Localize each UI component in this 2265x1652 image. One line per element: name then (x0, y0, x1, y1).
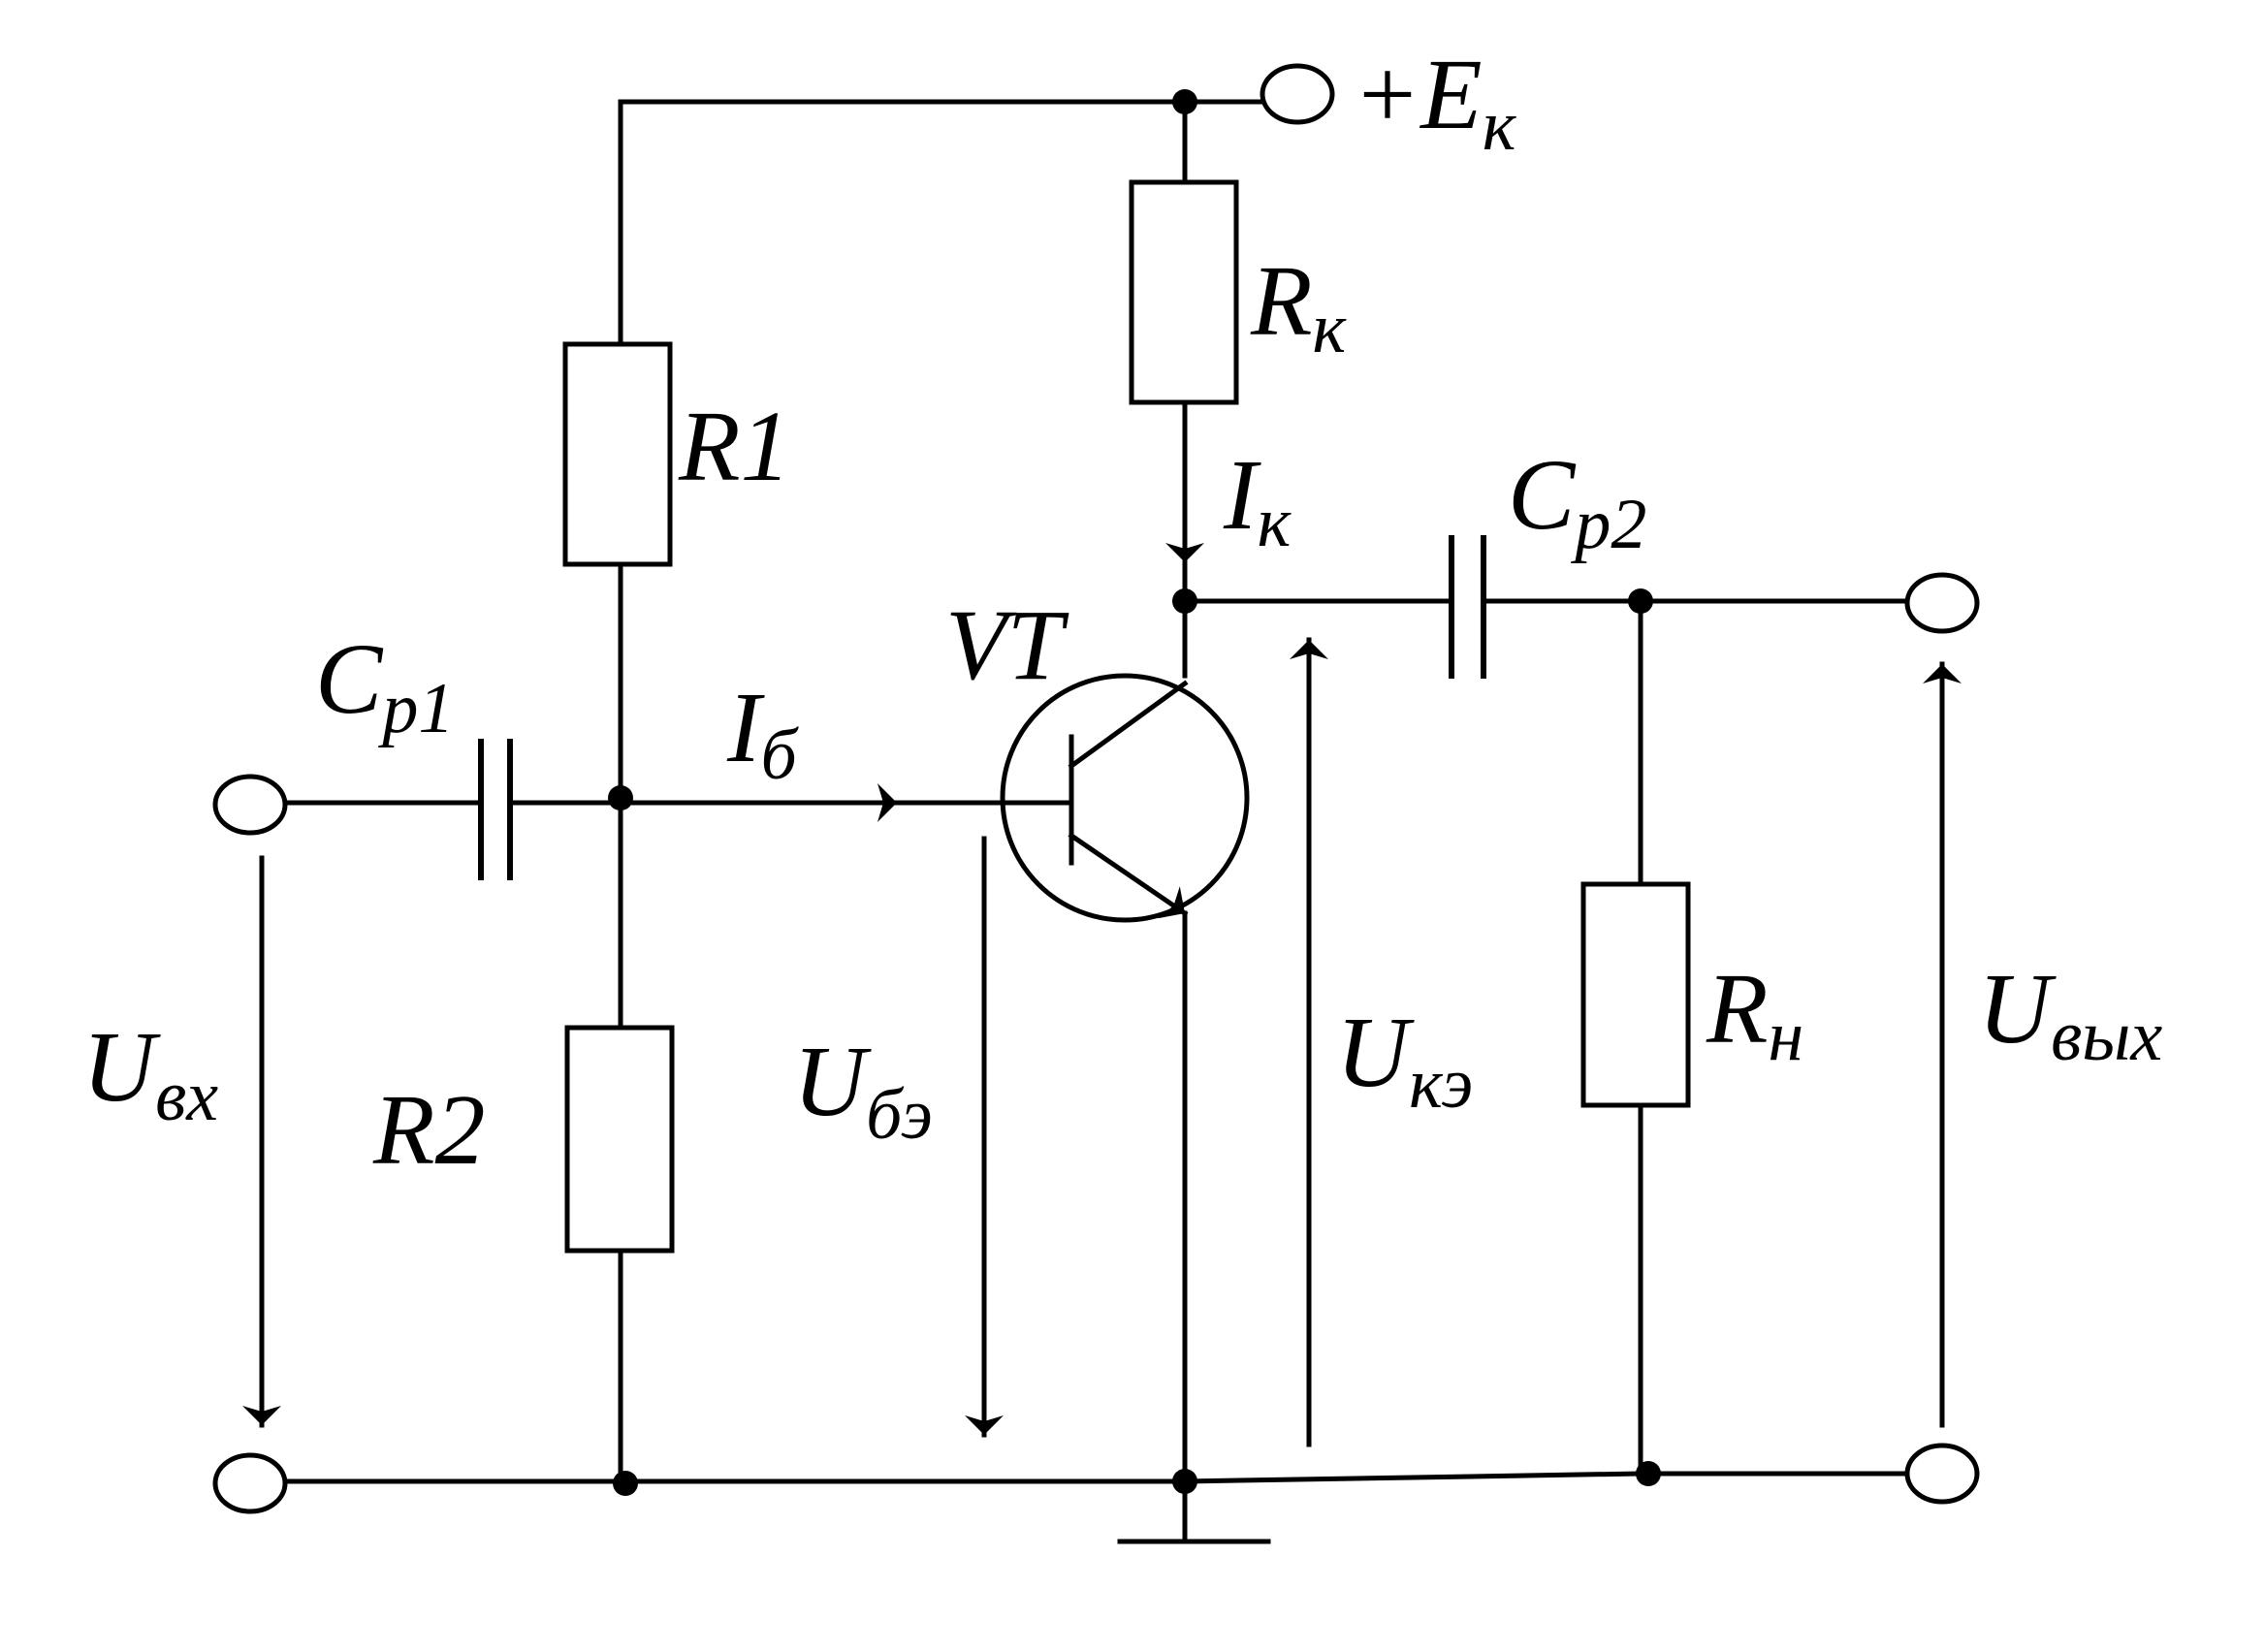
terminal-supply (1260, 63, 1335, 125)
label-r1: R1 (678, 391, 791, 502)
resistor-r2 (564, 1025, 675, 1254)
capacitor-cp2 (1449, 535, 1486, 679)
junction-dots (608, 89, 1661, 1496)
resistor-r1 (562, 341, 673, 567)
terminal-output (1904, 572, 1980, 634)
label-r2: R2 (372, 1074, 486, 1186)
junction-dot (608, 785, 633, 810)
label-u-out: Uвых (1978, 953, 2162, 1076)
junction-dot (1628, 588, 1653, 614)
label-u-ce: Uкэ (1336, 997, 1473, 1124)
label-cp1: Cp1 (315, 623, 454, 748)
label-u-be: Uбэ (793, 1026, 933, 1155)
resistor-rk (1129, 179, 1239, 405)
transistor-vt (1000, 673, 1250, 923)
junction-dot (1172, 588, 1197, 614)
terminal-output-ground (1904, 1443, 1980, 1505)
label-u-in: Uвх (82, 1011, 218, 1136)
label-vt: VT (945, 589, 1069, 701)
junction-dot (613, 1471, 638, 1496)
resistor-rload (1580, 881, 1691, 1108)
label-cp2: Cp2 (1508, 439, 1646, 564)
label-rk: Rк (1250, 245, 1348, 368)
wire-ground-rail (283, 1471, 1910, 1484)
label-r-load: Rн (1706, 953, 1803, 1076)
junction-dot (1172, 1469, 1197, 1494)
label-supply: +Eк (1353, 39, 1517, 166)
label-i-collector: Iк (1223, 439, 1292, 562)
junction-dot (1172, 89, 1197, 114)
junction-dot (1636, 1461, 1661, 1486)
wires (283, 99, 1910, 1544)
terminal-input-ground (212, 1452, 288, 1514)
label-i-base: Iб (726, 672, 800, 795)
terminal-input (212, 774, 288, 836)
capacitor-cp1 (478, 739, 513, 880)
